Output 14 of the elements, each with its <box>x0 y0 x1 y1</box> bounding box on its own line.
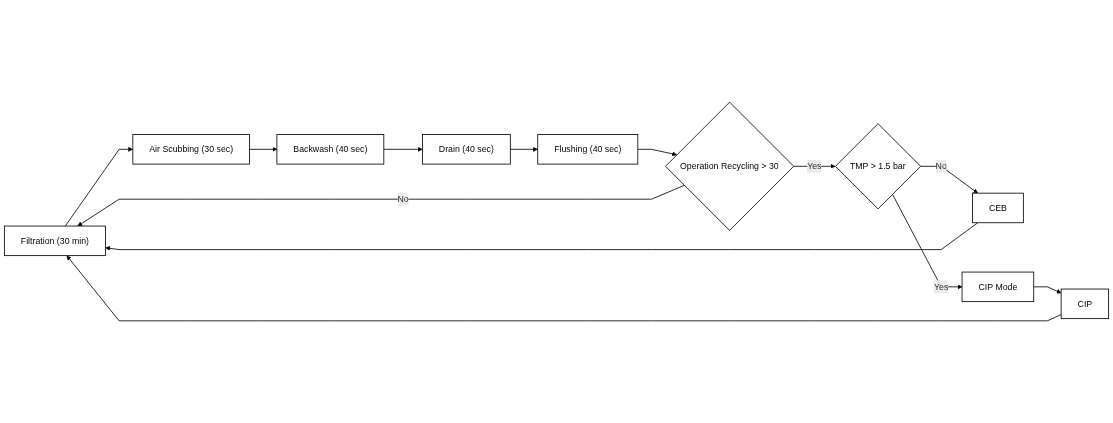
edge-label: No <box>935 161 947 171</box>
node-box: CIP <box>1060 288 1110 320</box>
edge-label: Yes <box>807 161 822 171</box>
node-box: CEB <box>972 192 1024 224</box>
node-box: Air Scubbing (30 sec) <box>132 134 250 165</box>
node-box: Filtration (30 min) <box>3 225 106 257</box>
node-box: Drain (40 sec) <box>422 134 511 165</box>
node-diamond: TMP > 1.5 bar <box>835 123 922 210</box>
node-box: Backwash (40 sec) <box>276 134 385 165</box>
edge-label: Yes <box>934 281 949 292</box>
node-box: Flushing (40 sec) <box>537 134 639 165</box>
edge-label: No <box>397 194 409 204</box>
node-box: CIP Mode <box>961 271 1035 303</box>
node-diamond: Operation Recycling > 30 <box>665 101 795 231</box>
